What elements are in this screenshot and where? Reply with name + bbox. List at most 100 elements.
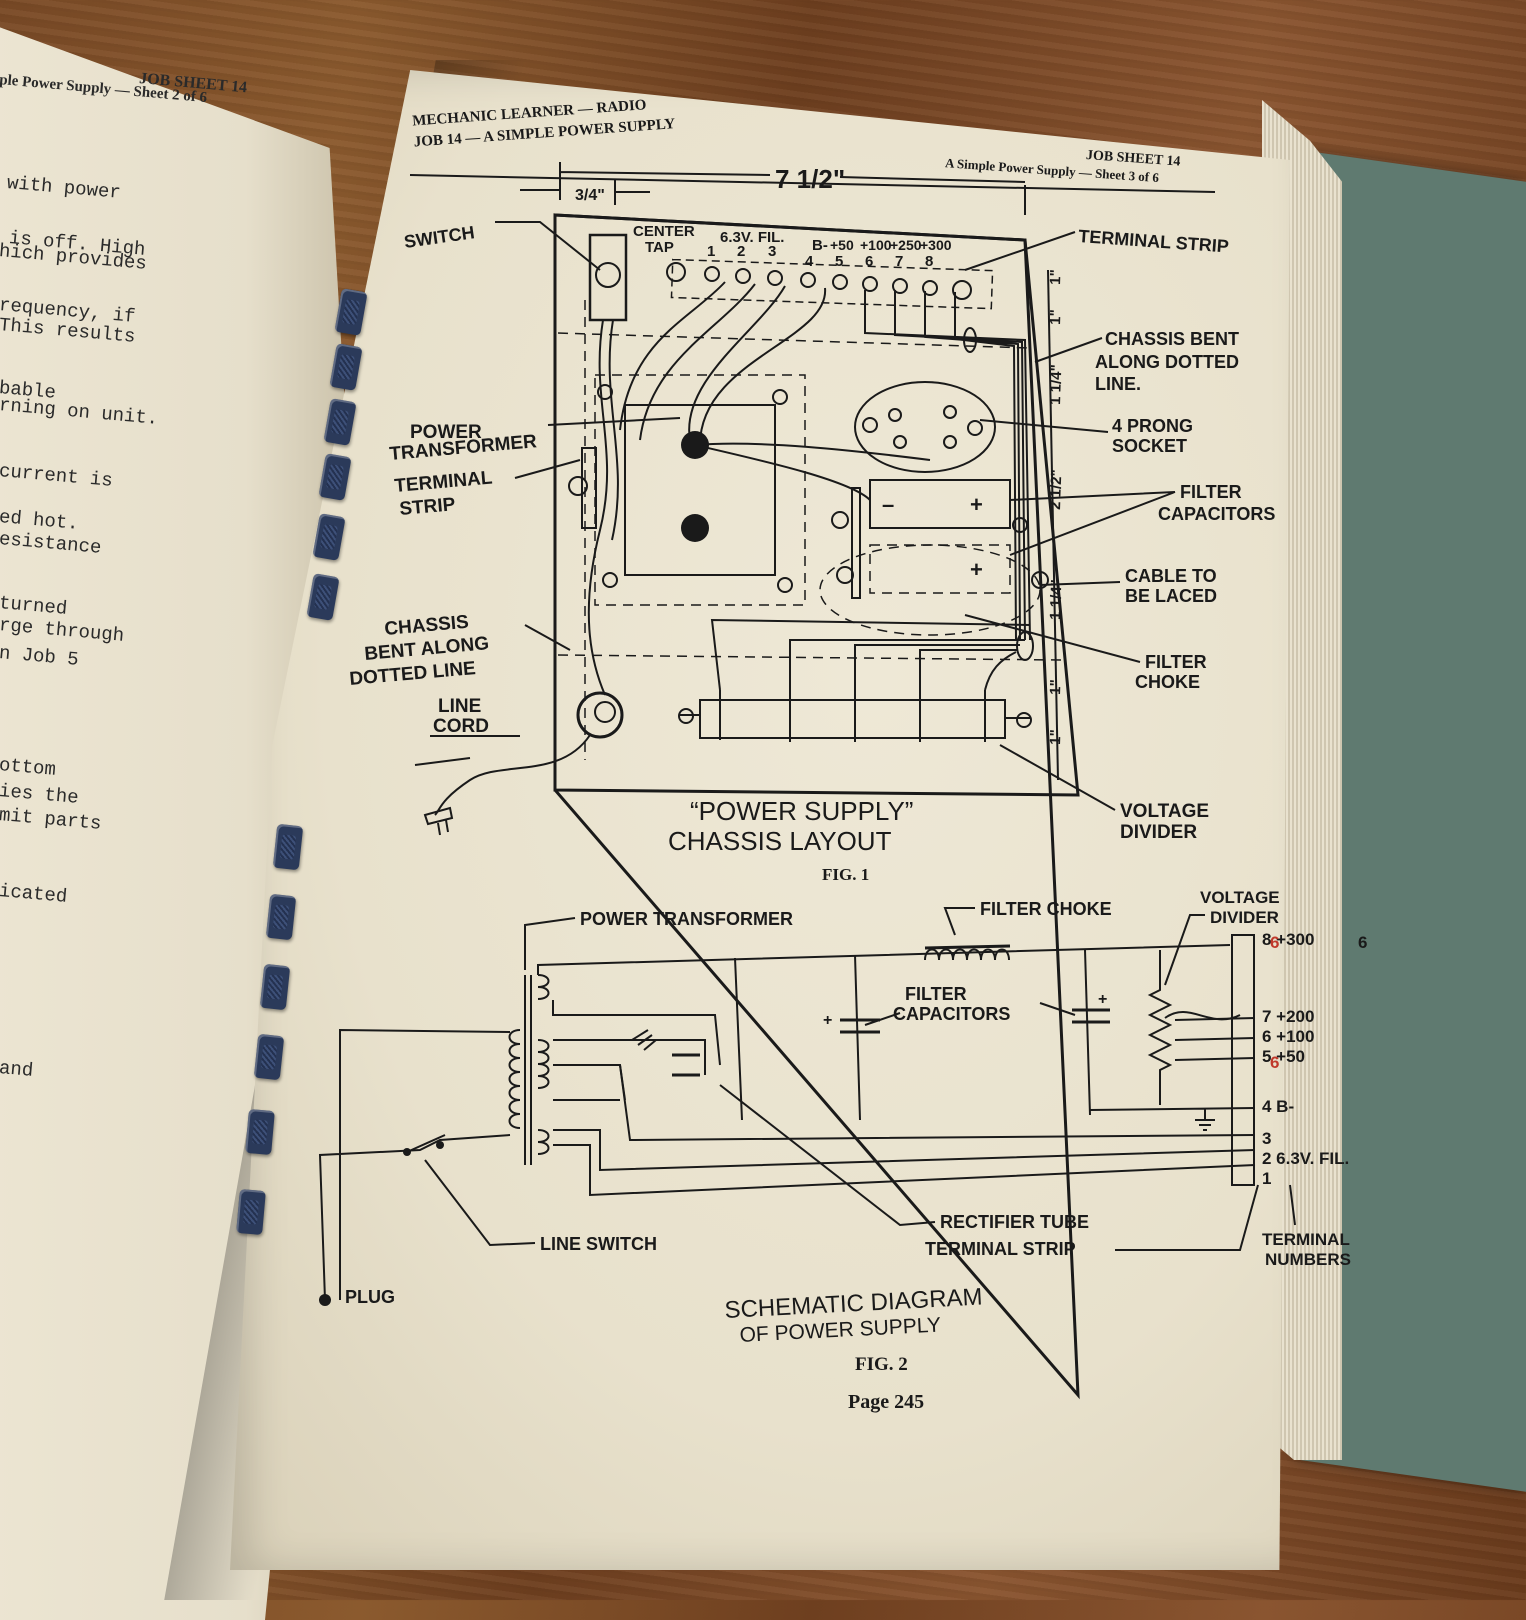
leader-filter-s bbox=[864, 1002, 1076, 1026]
label-b-minus: B- bbox=[812, 237, 828, 254]
terminal-voltage-labels: +50 +100+250+300 bbox=[830, 237, 952, 253]
secondary-windings bbox=[537, 974, 550, 1155]
label-power: POWER bbox=[410, 422, 482, 443]
terminal-label: 4 B- bbox=[1262, 1097, 1294, 1116]
filter-capacitor-1-symbol bbox=[840, 1018, 880, 1034]
leader-rectifier bbox=[719, 1084, 1259, 1251]
terminal-strip-mount bbox=[952, 280, 972, 300]
terminal-voltage-label: +250 bbox=[890, 237, 922, 253]
bend-line-top bbox=[557, 332, 1031, 349]
terminal-number-label: 6 bbox=[865, 253, 873, 270]
side-dimension-label: 1" bbox=[1047, 309, 1065, 325]
leader-power-transformer bbox=[524, 917, 576, 970]
terminal-label: 5 +50 bbox=[1262, 1047, 1305, 1066]
red-pencil-mark bbox=[1164, 1011, 1241, 1021]
filter-capacitor-2-symbol bbox=[1072, 1008, 1110, 1024]
terminal-label: 6 +100 bbox=[1262, 1027, 1314, 1046]
terminal-lug bbox=[735, 268, 751, 284]
transformer-mount bbox=[594, 374, 806, 606]
side-dimension-label: 1 1/4" bbox=[1047, 364, 1065, 405]
side-dimension-label: 2 1/2" bbox=[1047, 469, 1065, 510]
label-vdiv-s2: DIVIDER bbox=[1210, 908, 1279, 927]
label-line-switch: LINE SWITCH bbox=[540, 1234, 657, 1254]
terminal-number-label: 2 bbox=[737, 243, 745, 260]
mount-screw bbox=[777, 577, 793, 593]
divider-taps bbox=[719, 688, 986, 742]
label-cable-1: CABLE TO bbox=[1125, 566, 1217, 586]
label-chassis-bent-3: LINE. bbox=[1095, 374, 1141, 394]
side-dimension-labels: 1"1"1 1/4"2 1/2"1 1/4"1"1" bbox=[1047, 269, 1065, 745]
fig1-caption: FIG. 1 bbox=[822, 865, 869, 884]
line-cord-wires bbox=[587, 319, 619, 696]
terminal-lug bbox=[862, 276, 878, 292]
four-prong-socket bbox=[854, 381, 996, 473]
plug-icon bbox=[423, 806, 454, 836]
leader-term-num bbox=[1289, 1184, 1296, 1226]
rectifier-heater-icon bbox=[631, 1029, 657, 1051]
divider-taps-schematic bbox=[1089, 1017, 1256, 1131]
terminal-label: 3 bbox=[1262, 1129, 1271, 1148]
socket-prong bbox=[943, 435, 957, 449]
mount-screw bbox=[831, 511, 849, 529]
filter-choke-outline bbox=[819, 544, 1041, 636]
label-terminal-strip-s: TERMINAL STRIP bbox=[925, 1239, 1076, 1259]
transformer-core bbox=[524, 975, 532, 1165]
label-center: CENTER bbox=[633, 223, 695, 240]
terminal-voltage-label: +100 bbox=[860, 237, 892, 253]
label-terminal-strip: TERMINAL STRIP bbox=[1078, 226, 1230, 256]
terminal-strip-schematic bbox=[1231, 934, 1255, 1186]
wire-to-socket bbox=[694, 442, 931, 501]
handwritten-6: 6 bbox=[1270, 933, 1279, 952]
terminal-label: 2 6.3V. FIL. bbox=[1262, 1149, 1349, 1168]
label-filter-cap-2: CAPACITORS bbox=[1158, 504, 1275, 524]
page-header-right: JOB SHEET 14 A Simple Power Supply — She… bbox=[945, 148, 1181, 185]
chassis-outline bbox=[553, 213, 1080, 797]
bend-line-bottom bbox=[557, 654, 1063, 661]
line-cord bbox=[434, 734, 591, 816]
side-dimension-label: 1" bbox=[1047, 679, 1065, 695]
label-vdiv-1: VOLTAGE bbox=[1120, 801, 1209, 822]
divider-wires bbox=[710, 618, 1031, 691]
side-dimension-label: 1" bbox=[1047, 269, 1065, 285]
label-cable-2: BE LACED bbox=[1125, 586, 1217, 606]
mount-screw bbox=[678, 708, 694, 724]
mount-screw bbox=[862, 417, 878, 433]
mount-screw bbox=[1031, 571, 1049, 589]
primary-winding bbox=[508, 1029, 521, 1129]
terminal-number-label: 8 bbox=[925, 253, 933, 270]
leader-choke bbox=[964, 614, 1141, 663]
label-socket: SOCKET bbox=[1112, 436, 1187, 456]
rectifier-tube-plates bbox=[672, 1053, 700, 1077]
terminal-lug bbox=[800, 272, 816, 288]
terminal-lug bbox=[767, 270, 783, 286]
mount-screw bbox=[836, 566, 854, 584]
terminal-number-label: 4 bbox=[805, 253, 814, 270]
filter-choke-symbol bbox=[924, 948, 1010, 961]
small-terminal-strip bbox=[581, 447, 597, 529]
capacitor-clamp bbox=[851, 487, 861, 599]
label-tstrip-2: STRIP bbox=[399, 494, 457, 520]
label-filter-choke: FILTER CHOKE bbox=[980, 899, 1112, 919]
cap2-plus: + bbox=[970, 557, 983, 582]
leader-vdiv bbox=[999, 744, 1116, 811]
width-dimension-label: 7 1/2" bbox=[775, 164, 845, 194]
cap-s2-plus: + bbox=[1098, 991, 1107, 1008]
width-dimension-line bbox=[559, 162, 1026, 215]
leader-tstrip bbox=[514, 459, 581, 479]
line-cord-knot bbox=[576, 691, 624, 739]
label-term-num-1: TERMINAL bbox=[1262, 1230, 1350, 1249]
switch-blade bbox=[406, 1134, 446, 1153]
wire-harness-upper bbox=[619, 281, 827, 446]
power-transformer-body bbox=[624, 404, 776, 576]
label-rectifier: RECTIFIER TUBE bbox=[940, 1212, 1089, 1232]
voltage-divider-symbol bbox=[1147, 950, 1173, 1105]
label-plug: PLUG bbox=[345, 1287, 395, 1307]
terminal-label: 8 +300 bbox=[1262, 930, 1314, 949]
terminal-label: 7 +200 bbox=[1262, 1007, 1314, 1026]
terminal-voltage-label: +300 bbox=[920, 237, 952, 253]
mount-screw bbox=[1016, 712, 1032, 728]
mount-screw bbox=[568, 476, 588, 496]
terminal-voltage-label: +50 bbox=[830, 237, 854, 253]
